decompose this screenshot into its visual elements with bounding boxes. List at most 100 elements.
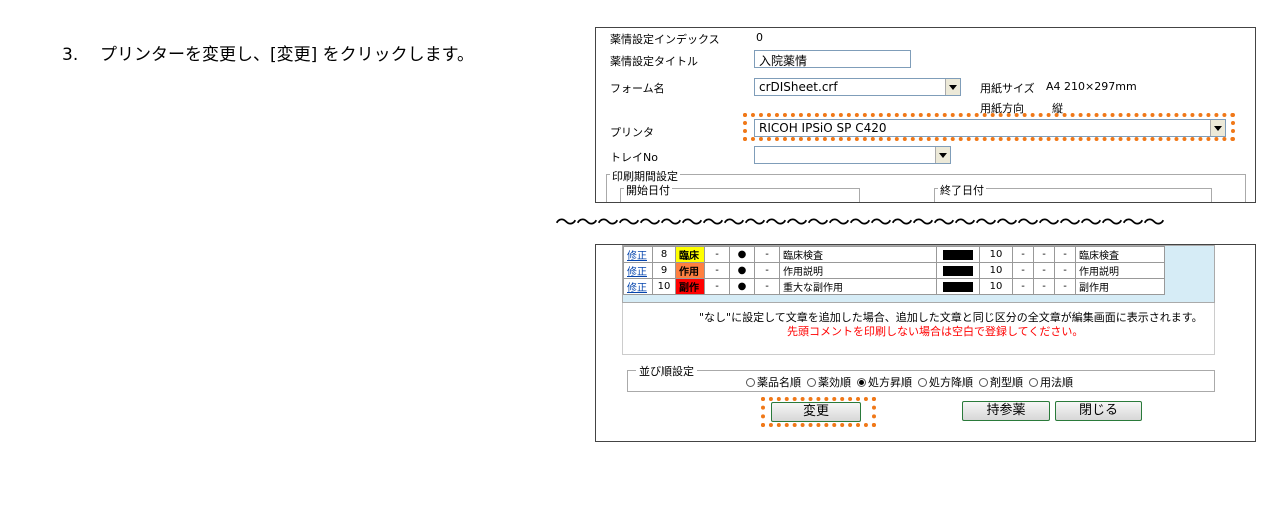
paper-size-value: A4 210×297mm xyxy=(1046,80,1137,93)
cell-title: 副作用 xyxy=(1075,278,1165,295)
cell-d2: - xyxy=(1033,246,1055,263)
cell-c2: ● xyxy=(729,262,755,279)
cell-name: 作用説明 xyxy=(779,262,937,279)
edit-cell[interactable]: 修正 xyxy=(623,246,653,263)
chevron-down-icon[interactable] xyxy=(1210,120,1225,136)
radio-icon[interactable] xyxy=(979,378,988,387)
color-swatch xyxy=(943,281,973,292)
chevron-down-icon[interactable] xyxy=(945,79,960,95)
cell-c2: ● xyxy=(729,246,755,263)
sort-option-label: 薬効順 xyxy=(818,376,851,389)
change-button-highlight xyxy=(761,397,876,427)
cell-c1: - xyxy=(704,278,730,295)
end-date-group xyxy=(934,188,1212,202)
start-date-label: 開始日付 xyxy=(624,182,672,198)
cell-no: 9 xyxy=(652,262,676,279)
cell-c3: - xyxy=(754,262,780,279)
sort-option[interactable]: 薬品名順 xyxy=(746,376,801,389)
printer-select-value: RICOH IPSiO SP C420 xyxy=(759,121,887,135)
instruction-text: 3. プリンターを変更し、[変更] をクリックします。 xyxy=(62,40,474,65)
color-swatch-cell xyxy=(936,246,980,263)
cell-no: 8 xyxy=(652,246,676,263)
cell-d2: - xyxy=(1033,262,1055,279)
sort-option-label: 用法順 xyxy=(1040,376,1073,389)
category-cell: 副作 xyxy=(675,278,705,295)
tray-label: トレイNo xyxy=(610,151,658,164)
sort-option[interactable]: 処方昇順 xyxy=(857,376,912,389)
edit-cell[interactable]: 修正 xyxy=(623,278,653,295)
step-text: プリンターを変更し、[変更] をクリックします。 xyxy=(100,45,474,65)
paper-direction-value: 縦 xyxy=(1052,102,1063,115)
cell-d3: - xyxy=(1054,262,1076,279)
sort-option[interactable]: 薬効順 xyxy=(807,376,851,389)
note-red: 先頭コメントを印刷しない場合は空白で登録してください。 xyxy=(787,325,1084,338)
form-select[interactable]: crDISheet.crf xyxy=(754,78,961,96)
radio-icon[interactable] xyxy=(857,378,866,387)
sort-option[interactable]: 処方降順 xyxy=(918,376,973,389)
printer-label: プリンタ xyxy=(610,126,654,139)
form-label: フォーム名 xyxy=(610,82,665,95)
edit-cell[interactable]: 修正 xyxy=(623,262,653,279)
cell-c1: - xyxy=(704,262,730,279)
color-swatch-cell xyxy=(936,262,980,279)
cell-d1: - xyxy=(1012,262,1034,279)
sort-label: 並び順設定 xyxy=(636,363,697,379)
color-swatch xyxy=(943,265,973,276)
sort-option-label: 処方昇順 xyxy=(868,376,912,389)
edit-link[interactable]: 修正 xyxy=(627,267,647,278)
print-period-group xyxy=(606,174,1246,202)
sort-option[interactable]: 用法順 xyxy=(1029,376,1073,389)
title-label: 薬情設定タイトル xyxy=(610,55,698,68)
edit-link[interactable]: 修正 xyxy=(627,283,647,294)
form-select-value: crDISheet.crf xyxy=(759,80,838,94)
paper-direction-label: 用紙方向 xyxy=(980,102,1024,115)
sort-group xyxy=(627,370,1215,392)
cell-title: 作用説明 xyxy=(1075,262,1165,279)
cell-c3: - xyxy=(754,246,780,263)
printer-select[interactable]: RICOH IPSiO SP C420 xyxy=(754,119,1226,137)
title-input[interactable]: 入院薬情 xyxy=(754,50,911,68)
sort-option[interactable]: 剤型順 xyxy=(979,376,1023,389)
radio-icon[interactable] xyxy=(1029,378,1038,387)
radio-icon[interactable] xyxy=(807,378,816,387)
cell-d1: - xyxy=(1012,278,1034,295)
note-black: "なし"に設定して文章を追加した場合、追加した文章と同じ区分の全文章が編集画面に… xyxy=(699,311,1203,324)
sort-options: 薬品名順 薬効順 処方昇順処方降順剤型順 用法順 xyxy=(746,374,1079,390)
color-swatch-cell xyxy=(936,278,980,295)
radio-icon[interactable] xyxy=(746,378,755,387)
printer-highlight xyxy=(743,113,1235,141)
cell-no: 10 xyxy=(652,278,676,295)
cell-c3: - xyxy=(754,278,780,295)
cell-size: 10 xyxy=(979,246,1013,263)
category-cell: 臨床 xyxy=(675,246,705,263)
end-date-label: 終了日付 xyxy=(938,182,986,198)
chevron-down-icon[interactable] xyxy=(935,147,950,163)
edit-link[interactable]: 修正 xyxy=(627,251,647,262)
index-label: 薬情設定インデックス xyxy=(610,33,720,46)
change-button[interactable]: 変更 xyxy=(771,402,861,422)
radio-icon[interactable] xyxy=(918,378,927,387)
cell-c2: ● xyxy=(729,278,755,295)
cell-name: 臨床検査 xyxy=(779,246,937,263)
cell-d3: - xyxy=(1054,246,1076,263)
step-number: 3. xyxy=(62,45,79,65)
cell-size: 10 xyxy=(979,278,1013,295)
bring-medicine-button[interactable]: 持参薬 xyxy=(962,401,1050,421)
settings-panel-top: 薬情設定インデックス 0 薬情設定タイトル 入院薬情 フォーム名 crDIShe… xyxy=(595,27,1256,203)
start-date-group xyxy=(620,188,860,202)
sort-option-label: 薬品名順 xyxy=(757,376,801,389)
color-swatch xyxy=(943,249,973,260)
index-value: 0 xyxy=(756,31,763,44)
category-cell: 作用 xyxy=(675,262,705,279)
cell-d3: - xyxy=(1054,278,1076,295)
tray-select[interactable] xyxy=(754,146,951,164)
close-button[interactable]: 閉じる xyxy=(1055,401,1142,421)
print-period-label: 印刷期間設定 xyxy=(610,168,680,184)
paper-size-label: 用紙サイズ xyxy=(980,82,1035,95)
cell-size: 10 xyxy=(979,262,1013,279)
note-area xyxy=(622,303,1215,355)
